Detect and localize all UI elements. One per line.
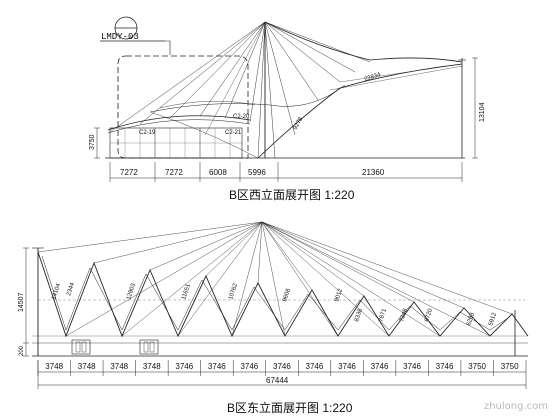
east-diag-label: 6293	[466, 311, 476, 326]
east-dim-segment: 3746	[240, 362, 258, 371]
east-diag-label: 8338	[354, 307, 364, 322]
east-radial-cable	[261, 221, 313, 291]
dim-bottom-4: 5996	[248, 168, 266, 177]
east-dim-segment: 3746	[306, 362, 324, 371]
east-radial-cable	[65, 221, 263, 337]
dim-right-height: 13104	[479, 102, 486, 122]
east-radial-cable	[261, 221, 491, 337]
east-radial-cable	[261, 221, 415, 303]
east-diag-label: 9608	[282, 287, 292, 302]
east-radial-cable	[177, 221, 263, 337]
dim-bottom-3: 6008	[209, 168, 227, 177]
east-dim-segment: 3748	[110, 362, 128, 371]
east-diag-label: 9012	[334, 287, 344, 302]
east-diag-label: 7348	[399, 307, 409, 322]
dim-bottom-1: 7272	[120, 168, 138, 177]
east-diag-label: 12903	[126, 282, 137, 300]
label-c2-20: C2-20	[233, 114, 250, 120]
east-dim-base: 200	[19, 345, 25, 356]
east-diag-label: 6720	[424, 307, 434, 322]
east-dim-segment: 3748	[143, 362, 161, 371]
east-radial-cable	[231, 221, 263, 337]
east-diag-label: 5912	[488, 311, 498, 326]
east-radial-cable	[121, 221, 263, 337]
east-dim-segment: 3746	[403, 362, 421, 371]
east-elevation: 14507 200 14104 2344 12903 11651 10762 9608 90…	[18, 221, 529, 415]
east-diag-label: 11651	[181, 283, 192, 301]
west-elevation: C2-19 C2-20 C2-21 9278 22834 3750 13104 …	[89, 21, 486, 202]
east-diag-label: 10762	[228, 282, 239, 300]
east-radial-cable	[37, 221, 263, 253]
west-caption: B区西立面展开图 1:220	[229, 187, 355, 202]
east-diag-label: 7871	[378, 307, 388, 322]
east-dim-segment: 3750	[501, 362, 519, 371]
east-dim-height: 14507	[18, 292, 25, 312]
east-dim-segment: 3746	[371, 362, 389, 371]
east-radial-cable	[257, 221, 263, 284]
east-dim-segment: 3750	[468, 362, 486, 371]
east-radial-cable	[261, 221, 441, 337]
detail-ref-label: LMDY-03	[101, 32, 139, 42]
east-radial-cable	[261, 221, 390, 337]
east-dim-segment: 3748	[45, 362, 63, 371]
dim-diagonal: 22834	[364, 72, 382, 83]
east-radial-cable	[205, 221, 263, 277]
east-diag-label: 2344	[66, 281, 76, 296]
east-dim-segment: 3746	[436, 362, 454, 371]
detail-reference: LMDY-03	[100, 16, 171, 55]
east-dim-segment: 3746	[208, 362, 226, 371]
east-radial-cable	[261, 221, 465, 309]
east-dim-segment: 3746	[273, 362, 291, 371]
dim-bottom-2: 7272	[165, 168, 183, 177]
east-dim-segment: 3746	[175, 362, 193, 371]
east-dim-segment: 3748	[78, 362, 96, 371]
east-radial-cable	[261, 221, 513, 315]
watermark: zhulong.com	[483, 401, 548, 412]
east-radial-cable	[149, 221, 263, 271]
east-radial-cable	[261, 221, 339, 337]
east-caption: B区东立面展开图 1:220	[227, 400, 353, 415]
east-diag-label: 14104	[51, 282, 62, 300]
dim-bottom-5: 21360	[362, 168, 385, 177]
east-radial-cable	[93, 221, 263, 264]
east-dim-segment: 3746	[338, 362, 356, 371]
label-c2-19: C2-19	[139, 130, 156, 136]
dim-left-height: 3750	[89, 134, 96, 150]
east-radial-cable	[261, 221, 286, 337]
label-c2-21: C2-21	[225, 130, 242, 136]
east-radial-cable	[261, 221, 365, 297]
label-9278: 9278	[293, 116, 305, 131]
east-dim-total: 67444	[266, 376, 289, 385]
